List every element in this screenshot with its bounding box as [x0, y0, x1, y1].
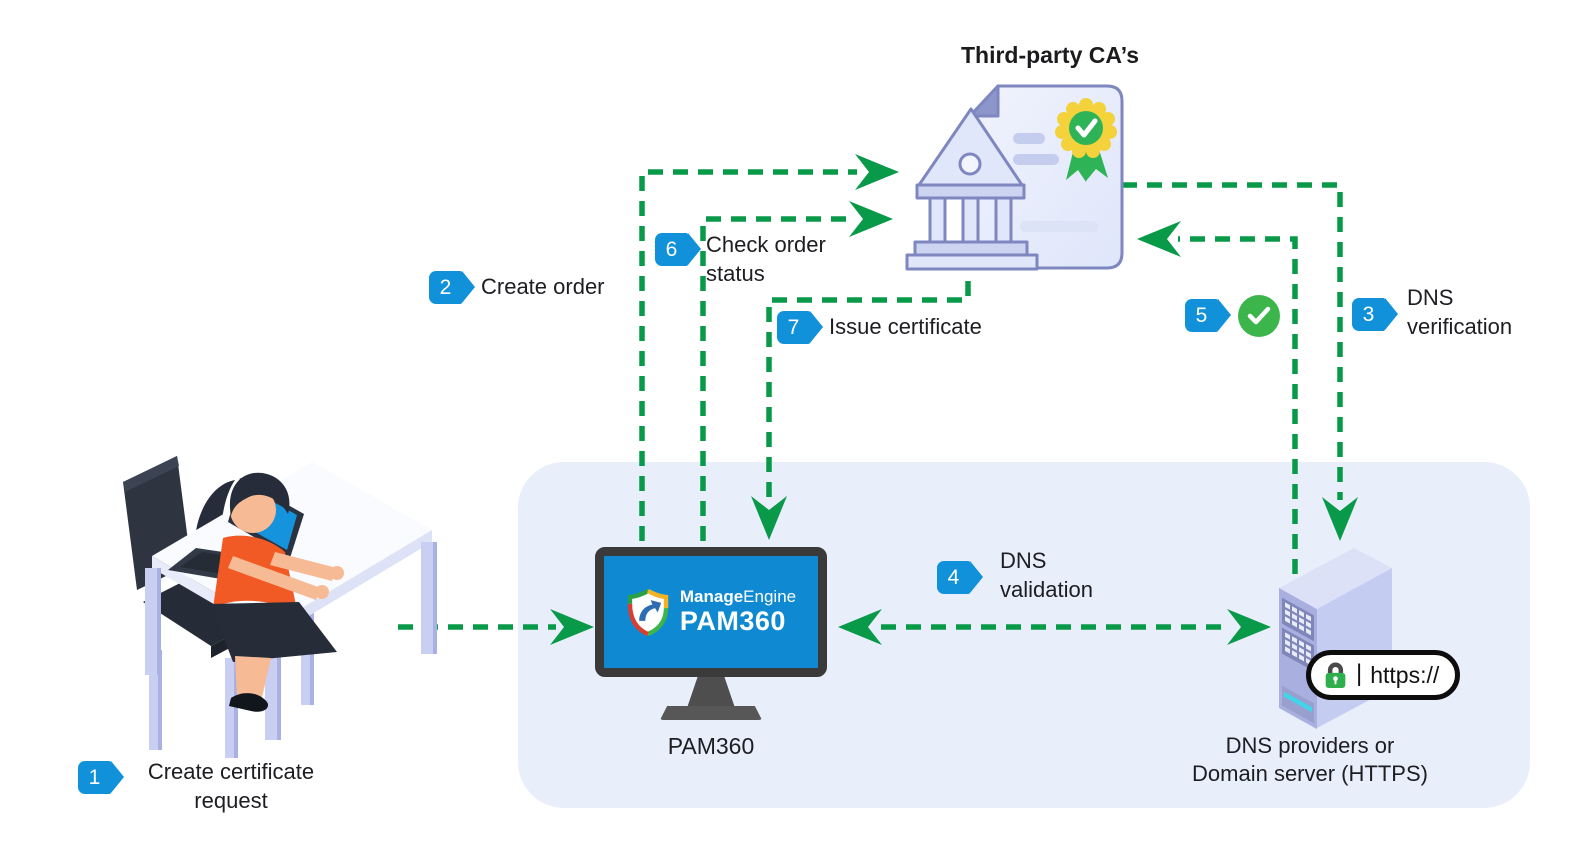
user-at-desk-illustration — [123, 456, 437, 758]
step-number-7: 7 — [787, 315, 800, 339]
server-caption-line2: Domain server (HTTPS) — [1192, 761, 1428, 786]
step-label-7: Issue certificate — [829, 314, 982, 339]
step-number-5: 5 — [1195, 303, 1208, 327]
step-label-3: DNS verification — [1407, 285, 1513, 339]
server-caption: DNS providers or Domain server (HTTPS) — [1180, 732, 1440, 788]
https-badge: | https:// — [1306, 650, 1461, 700]
step-badge-6: 6 — [655, 233, 701, 266]
step-badge-3: 3 — [1352, 298, 1398, 331]
bank-icon — [905, 107, 1039, 271]
step-badge-5: 5 — [1185, 299, 1231, 332]
product-name: PAM360 — [679, 605, 786, 636]
step-number-3: 3 — [1362, 302, 1375, 326]
brand-bold: Manage — [679, 587, 744, 607]
manageengine-logo-text: ManageEngine PAM360 — [680, 588, 796, 636]
pam360-monitor: ManageEngine PAM360 — [595, 547, 827, 677]
arrow-check-order-status — [700, 216, 850, 541]
step-label-2: Create order — [481, 274, 605, 299]
step-label-1: Create certificate request — [147, 759, 315, 813]
step-label-4: DNS validation — [1000, 548, 1093, 602]
manageengine-shield-icon — [627, 588, 669, 636]
step-number-6: 6 — [665, 237, 678, 261]
step-badge-1: 1 — [78, 761, 124, 794]
rosette-badge — [1055, 98, 1117, 182]
arrow-verified — [1178, 236, 1298, 574]
pam360-caption: PAM360 — [667, 733, 755, 759]
verified-check-icon — [1238, 295, 1280, 337]
step-number-2: 2 — [439, 275, 452, 299]
lock-icon — [1325, 662, 1346, 688]
step-number-1: 1 — [88, 765, 101, 789]
step-badge-7: 7 — [777, 311, 823, 344]
step-badge-4: 4 — [937, 561, 983, 594]
https-label: https:// — [1370, 661, 1440, 688]
ca-title: Third-party CA’s — [960, 42, 1140, 68]
third-party-ca-icon — [905, 84, 1124, 271]
dns-server-icon — [1279, 548, 1392, 730]
arrow-issue-certificate — [766, 281, 971, 503]
step-label-6: Check order status — [706, 232, 826, 286]
step-badge-2: 2 — [429, 271, 475, 304]
monitor-stand-base — [660, 706, 762, 720]
step-number-4: 4 — [947, 565, 960, 589]
server-caption-line1: DNS providers or — [1225, 733, 1395, 758]
arrowheads — [550, 154, 1358, 645]
arrow-create-order — [639, 169, 857, 541]
arrow-dns-verification — [1122, 182, 1343, 500]
brand-light: Engine — [743, 587, 797, 607]
https-divider: | — [1356, 660, 1363, 687]
